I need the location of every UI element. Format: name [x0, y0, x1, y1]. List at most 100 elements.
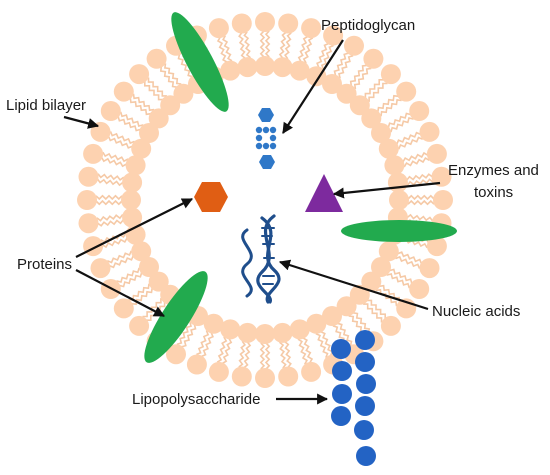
lipid-tail [222, 35, 233, 62]
lipid-head [129, 315, 150, 336]
lipid-head [306, 66, 327, 87]
lipid-head [208, 18, 229, 39]
lipid-tail [338, 54, 354, 79]
membrane-protein-right [341, 220, 457, 242]
label-enzymes-line2: toxins [474, 184, 513, 201]
lipid-tail [279, 341, 287, 369]
lipid-tails [95, 30, 435, 370]
lipid-tail [397, 136, 424, 150]
lipid-head [90, 258, 111, 279]
lipid-tail [96, 214, 124, 222]
lipid-head [203, 313, 224, 334]
lipid-tail [164, 63, 182, 85]
lipid-head [336, 83, 357, 104]
lipid-head [426, 143, 447, 164]
peptidoglycan-icon [255, 108, 277, 169]
peptidoglycan-bead [255, 126, 263, 134]
lipid-head [220, 319, 241, 340]
lipid-head [77, 190, 97, 210]
lipid-tail [406, 213, 434, 222]
lipid-tail [177, 53, 193, 78]
label-lipopolysaccharide: Lipopolysaccharide [132, 391, 260, 408]
arrow-nucleic-acids [278, 259, 429, 311]
lipid-head [384, 155, 405, 176]
lipid-head [148, 108, 169, 129]
lipid-head [139, 123, 159, 143]
peptidoglycan-bead [255, 142, 263, 150]
lipid-head [433, 190, 453, 210]
lipid-head [419, 121, 440, 142]
lipid-head [378, 138, 399, 159]
lipid-tail [243, 341, 252, 369]
lipid-head [378, 241, 399, 262]
lps-bead [332, 361, 352, 381]
lipid-head [139, 257, 159, 277]
lipid-tail [106, 250, 133, 264]
lipid-tail [375, 288, 398, 307]
lipid-head [301, 361, 322, 382]
lipid-tail [377, 94, 399, 113]
lipid-tail [159, 66, 178, 88]
lipid-tail [117, 116, 141, 132]
lipid-head [389, 190, 409, 210]
lipid-bilayer [77, 12, 453, 388]
lipid-head [131, 241, 152, 262]
lipid-head [220, 60, 241, 81]
peptidoglycan-bead [255, 134, 263, 142]
lipid-head [255, 324, 275, 344]
lipid-tail [402, 151, 429, 163]
lipid-tail [116, 267, 140, 283]
lipid-head [148, 271, 169, 292]
lipid-tail [196, 330, 210, 356]
lipid-head [289, 60, 310, 81]
peptidoglycan-bead [262, 126, 270, 134]
lps-bead [331, 406, 351, 426]
lipid-head [361, 271, 382, 292]
lipid-tail [320, 330, 334, 357]
lps-bead [356, 446, 376, 466]
lipid-tail [315, 332, 329, 359]
lipid-heads [77, 12, 453, 388]
lipid-head [431, 166, 452, 187]
enzyme-triangle-icon [305, 174, 343, 212]
lipid-tail [216, 36, 228, 63]
lipid-head [100, 101, 121, 121]
lipid-tail [352, 312, 371, 334]
protein-hexagon-icon [194, 182, 228, 212]
lipid-tail [297, 338, 308, 365]
lipid-tail [386, 273, 411, 289]
peptidoglycan-hexagon-top [258, 108, 274, 122]
lipid-head [301, 18, 322, 39]
lipid-head [122, 172, 143, 193]
lipid-tail [176, 321, 192, 346]
peptidoglycan-hexagon-bottom [259, 155, 275, 169]
lipid-head [322, 74, 342, 94]
lipid-tail [397, 251, 423, 265]
lipid-head [255, 368, 275, 388]
lipid-head [409, 101, 430, 121]
peptidoglycan-bead [269, 142, 277, 150]
lipid-tail [283, 32, 292, 60]
membrane-protein-bottom [144, 271, 208, 363]
lipid-head [419, 258, 440, 279]
lipid-tail [389, 268, 413, 284]
label-lipid-bilayer: Lipid bilayer [6, 97, 86, 114]
lipid-head [237, 322, 258, 343]
lipid-head [306, 313, 327, 334]
lipid-head [380, 315, 401, 336]
lipid-tail [100, 156, 127, 168]
dna-helix-icon [241, 214, 281, 304]
lipid-head [129, 64, 150, 85]
lipid-tail [216, 336, 228, 363]
peptidoglycan-bead [269, 134, 277, 142]
lipid-head [173, 83, 194, 104]
lipid-head [371, 257, 391, 277]
arrow-proteins-membrane [75, 269, 165, 317]
lipid-tail [243, 31, 251, 59]
lipid-tail [264, 30, 271, 58]
lipid-head [231, 13, 252, 34]
lipid-tail [353, 67, 372, 90]
lipid-tail [95, 199, 123, 206]
lipid-head [278, 13, 299, 34]
